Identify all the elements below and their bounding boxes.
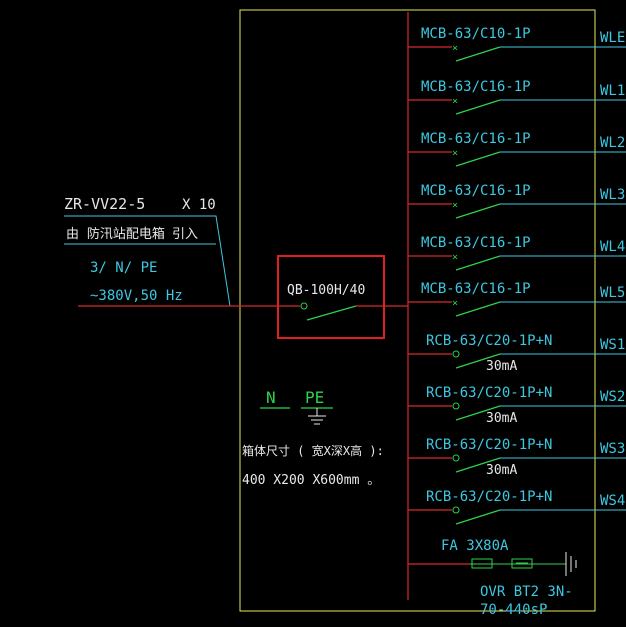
rcd-contact-8 (452, 454, 460, 462)
incoming-voltage: ~380V,50 Hz (90, 288, 183, 304)
incoming-cable: ZR-VV22-5 (64, 195, 145, 213)
box-size-label: 箱体尺寸 ( 宽X深X高 ): (242, 443, 384, 458)
circuit-label-1: WL1 (600, 83, 625, 99)
breaker-contact-3: × (452, 200, 458, 211)
incoming-multiplier: X 10 (182, 197, 216, 213)
breaker-label-4: MCB-63/C16-1P (421, 235, 531, 251)
breaker-label-3: MCB-63/C16-1P (421, 183, 531, 199)
main-breaker-contact (300, 302, 308, 310)
circuit-label-0: WLE (600, 30, 625, 46)
incoming-leader (64, 215, 231, 307)
breaker-blade-3 (455, 203, 501, 219)
breaker-blade-8 (455, 457, 501, 473)
breaker-blade-5 (455, 301, 501, 317)
breaker-blade-0 (455, 46, 501, 62)
breaker-blade-1 (455, 99, 501, 115)
breaker-label-9: RCB-63/C20-1P+N (426, 489, 552, 505)
pe-label: PE (305, 388, 324, 407)
rcd-contact-7 (452, 402, 460, 410)
breaker-contact-1: × (452, 96, 458, 107)
breaker-label-7: RCB-63/C20-1P+N (426, 385, 552, 401)
breaker-blade-9 (455, 509, 501, 525)
neutral-label: N (266, 388, 276, 407)
incoming-phase: 3/ N/ PE (90, 260, 157, 276)
surge-fuse-symbol (471, 558, 493, 569)
incoming-source-suffix: 引入 (172, 227, 198, 242)
circuit-label-9: WS4 (600, 493, 625, 509)
breaker-label-5: MCB-63/C16-1P (421, 281, 531, 297)
circuit-label-3: WL3 (600, 187, 625, 203)
rcd-sensitivity-6: 30mA (486, 359, 517, 374)
breaker-blade-4 (455, 255, 501, 271)
rcd-sensitivity-7: 30mA (486, 411, 517, 426)
breaker-label-2: MCB-63/C16-1P (421, 131, 531, 147)
rcd-sensitivity-8: 30mA (486, 463, 517, 478)
surge-arrester-symbol (511, 558, 533, 569)
circuit-label-2: WL2 (600, 135, 625, 151)
circuit-label-4: WL4 (600, 239, 625, 255)
circuit-label-8: WS3 (600, 441, 625, 457)
breaker-blade-7 (455, 405, 501, 421)
surge-fuse-label: FA 3X80A (441, 538, 509, 554)
circuit-label-7: WS2 (600, 389, 625, 405)
breaker-contact-4: × (452, 252, 458, 263)
breaker-blade-2 (455, 151, 501, 167)
rcd-contact-9 (452, 506, 460, 514)
main-breaker-blade (306, 305, 357, 321)
surge-rating-label: 70-440sP (480, 602, 547, 618)
breaker-contact-5: × (452, 298, 458, 309)
box-size-value: 400 X200 X600mm 。 (242, 473, 380, 488)
breaker-label-8: RCB-63/C20-1P+N (426, 437, 552, 453)
main-breaker-label: QB-100H/40 (287, 283, 365, 298)
incoming-source: 由 防汛站配电箱 (66, 226, 165, 242)
main-breaker-highlight (277, 255, 385, 339)
circuit-label-6: WS1 (600, 337, 625, 353)
breaker-contact-0: × (452, 43, 458, 54)
circuit-label-5: WL5 (600, 285, 625, 301)
breaker-contact-2: × (452, 148, 458, 159)
enclosure-outline (239, 9, 596, 612)
breaker-label-6: RCB-63/C20-1P+N (426, 333, 552, 349)
breaker-label-1: MCB-63/C16-1P (421, 79, 531, 95)
breaker-label-0: MCB-63/C10-1P (421, 26, 531, 42)
breaker-blade-6 (455, 353, 501, 369)
surge-model-label: OVR BT2 3N- (480, 584, 573, 600)
rcd-contact-6 (452, 350, 460, 358)
